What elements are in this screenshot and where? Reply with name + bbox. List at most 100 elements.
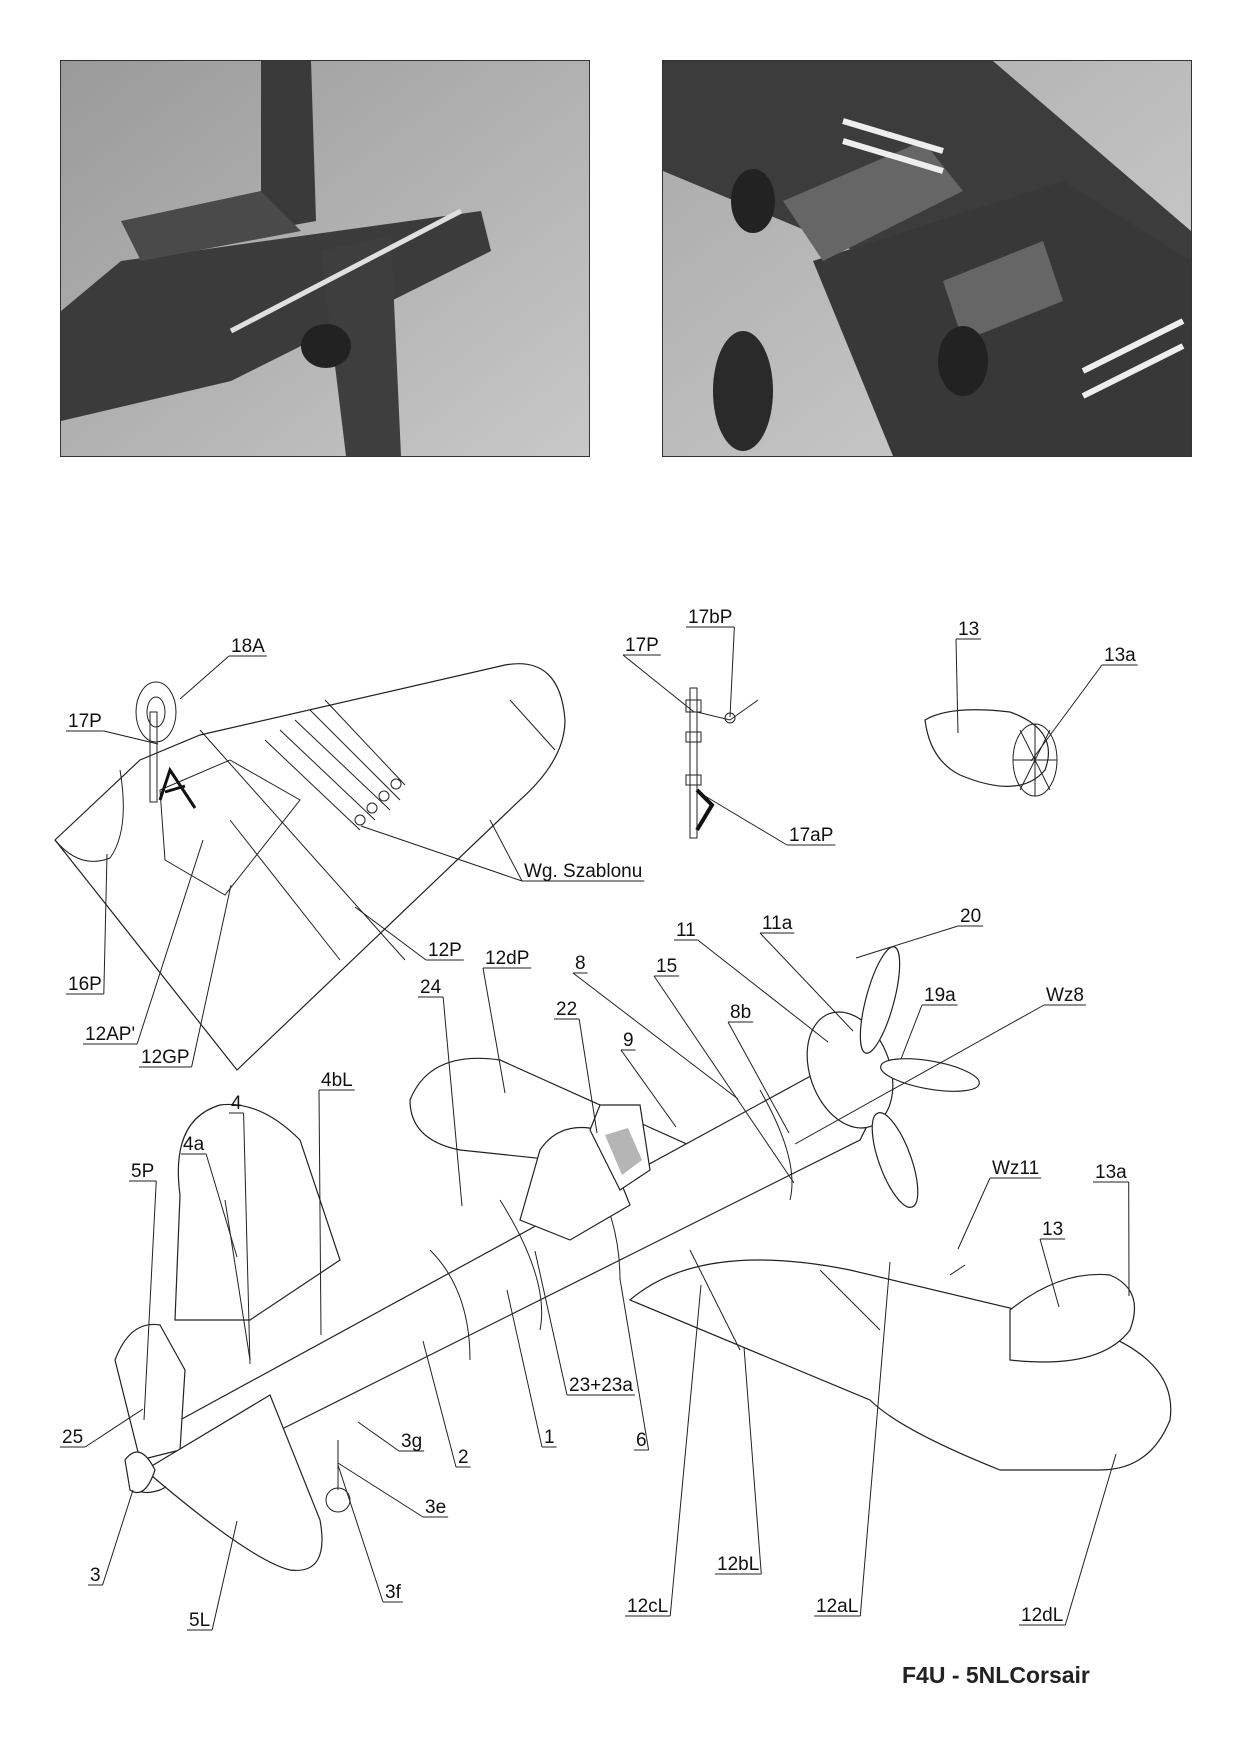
part-label-12al: 12aL bbox=[814, 1261, 891, 1617]
leader-line bbox=[955, 638, 959, 734]
part-label-text: 8b bbox=[730, 1002, 751, 1023]
part-label-text: 13 bbox=[1042, 1219, 1063, 1240]
leader-line bbox=[578, 1018, 598, 1134]
part-label-text: 17P bbox=[68, 711, 102, 732]
leader-line bbox=[900, 1004, 923, 1060]
part-label-12cl: 12cL bbox=[625, 1284, 702, 1617]
part-label-text: 4a bbox=[183, 1134, 205, 1155]
leader-line bbox=[759, 932, 854, 1032]
part-label-3g: 3g bbox=[357, 1421, 425, 1452]
leader-line bbox=[669, 1284, 702, 1617]
part-label-text: 12bL bbox=[717, 1554, 759, 1575]
leader-line bbox=[743, 1346, 762, 1575]
photo-underside-wing bbox=[662, 60, 1192, 457]
part-label-text: 17bP bbox=[688, 607, 732, 628]
part-label-text: 3 bbox=[90, 1565, 101, 1586]
part-label-text: 3e bbox=[425, 1497, 446, 1518]
leader-line bbox=[143, 1180, 157, 1421]
part-label-text: 18A bbox=[231, 636, 265, 657]
leader-line bbox=[103, 730, 159, 745]
part-label-text: 19a bbox=[924, 985, 956, 1006]
leader-line bbox=[422, 1340, 457, 1468]
part-label-text: 13a bbox=[1095, 1162, 1127, 1183]
leader-line bbox=[653, 975, 795, 1184]
part-label-text: 15 bbox=[656, 956, 677, 977]
part-label-text: 9 bbox=[623, 1030, 634, 1051]
part-label-20: 20 bbox=[855, 906, 984, 959]
leader-line bbox=[1064, 1453, 1117, 1626]
part-label-17bp: 17bP bbox=[686, 607, 735, 718]
part-label-text: 24 bbox=[420, 977, 442, 998]
part-label-text: 13a bbox=[1104, 645, 1136, 666]
document-title: F4U - 5NLCorsair bbox=[902, 1662, 1090, 1688]
part-label-17p: 17P bbox=[622, 635, 695, 713]
part-label-17ap: 17aP bbox=[704, 795, 836, 846]
part-label-2: 2 bbox=[422, 1340, 471, 1468]
part-label-8: 8 bbox=[572, 953, 739, 1100]
part-label-wz8: Wz8 bbox=[794, 985, 1086, 1145]
part-label-text: 17P bbox=[625, 635, 659, 656]
leader-line bbox=[102, 1489, 134, 1586]
leader-line bbox=[729, 626, 735, 718]
leader-line bbox=[619, 1278, 650, 1451]
leader-line bbox=[360, 825, 523, 882]
part-label-12bl: 12bL bbox=[715, 1346, 762, 1575]
part-label-3e: 3e bbox=[337, 1462, 449, 1518]
part-label-4a: 4a bbox=[181, 1134, 238, 1258]
part-label-text: 1 bbox=[544, 1427, 555, 1448]
part-label-3: 3 bbox=[88, 1489, 134, 1586]
part-label-wg-szablonu: Wg. Szablonu bbox=[360, 819, 645, 882]
leader-line bbox=[354, 906, 427, 961]
part-label-22: 22 bbox=[554, 999, 598, 1134]
landing-gear-detail bbox=[685, 687, 759, 839]
part-label-8b: 8b bbox=[727, 1002, 790, 1134]
part-label-11: 11 bbox=[674, 920, 829, 1043]
part-label-text: 25 bbox=[62, 1427, 83, 1448]
aircraft-assembly bbox=[114, 946, 1172, 1571]
drop-tank-detail bbox=[924, 709, 1058, 797]
leader-line bbox=[357, 1421, 400, 1452]
part-label-text: 20 bbox=[960, 906, 981, 927]
leader-line bbox=[534, 1250, 568, 1396]
part-label-15: 15 bbox=[653, 956, 795, 1184]
leader-line bbox=[84, 1408, 144, 1448]
leader-line bbox=[859, 1261, 891, 1617]
leader-line bbox=[794, 1004, 1045, 1145]
part-label-text: 6 bbox=[636, 1430, 647, 1451]
part-label-text: 22 bbox=[556, 999, 577, 1020]
part-label-text: 5P bbox=[131, 1161, 154, 1182]
part-label-text: 3g bbox=[401, 1431, 422, 1452]
leader-line bbox=[697, 939, 829, 1043]
part-label-text: 4 bbox=[231, 1093, 242, 1114]
part-label-5l: 5L bbox=[187, 1520, 238, 1631]
leader-line bbox=[442, 996, 463, 1207]
part-label-12gp: 12GP bbox=[139, 884, 232, 1068]
part-label-9: 9 bbox=[620, 1030, 677, 1128]
part-label-text: 12aL bbox=[816, 1596, 858, 1617]
part-label-text: 3f bbox=[385, 1582, 402, 1603]
part-label-17p: 17P bbox=[66, 711, 159, 745]
part-label-text: Wz8 bbox=[1046, 985, 1084, 1006]
part-label-4: 4 bbox=[229, 1093, 251, 1365]
part-label-text: 12P bbox=[428, 940, 462, 961]
leader-line bbox=[211, 1520, 238, 1631]
part-label-text: 23+23a bbox=[569, 1375, 633, 1396]
leader-line bbox=[179, 655, 230, 700]
part-label-19a: 19a bbox=[900, 985, 958, 1060]
part-label-text: 16P bbox=[68, 974, 102, 995]
part-label-13a: 13a bbox=[1030, 645, 1138, 762]
leader-line bbox=[506, 1289, 543, 1448]
leader-line bbox=[136, 839, 204, 1045]
part-label-text: 12dP bbox=[485, 948, 529, 969]
part-label-13: 13 bbox=[1039, 1219, 1066, 1308]
part-label-text: 12cL bbox=[627, 1596, 668, 1617]
leader-line bbox=[622, 654, 695, 713]
part-label-text: Wz11 bbox=[992, 1158, 1039, 1179]
part-label-text: 12dL bbox=[1021, 1605, 1063, 1626]
leader-line bbox=[318, 1089, 322, 1336]
leader-line bbox=[103, 853, 108, 995]
part-label-text: 17aP bbox=[789, 825, 833, 846]
photo-tail-wheel bbox=[60, 60, 590, 457]
